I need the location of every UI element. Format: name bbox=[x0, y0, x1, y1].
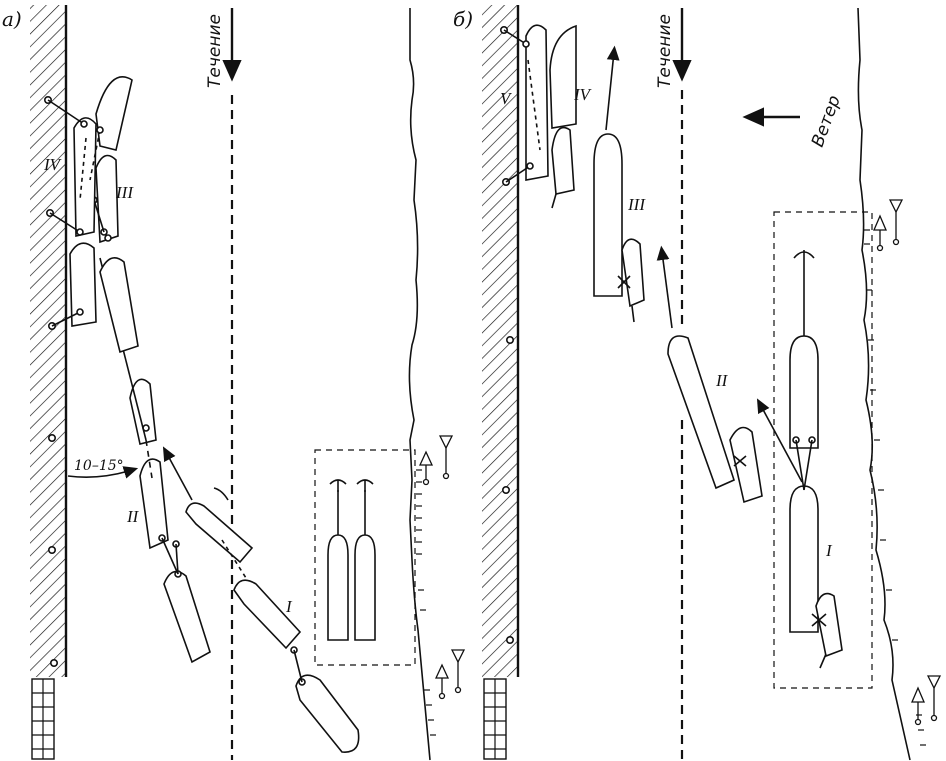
bank-ticks-a bbox=[416, 469, 436, 736]
position-III-a-label: III bbox=[115, 183, 134, 202]
position-III-b: III bbox=[593, 45, 646, 323]
position-IV-b-label: IV bbox=[573, 85, 593, 104]
position-IV-a-label: IV bbox=[43, 155, 63, 174]
position-V-b: V bbox=[500, 24, 549, 183]
position-II-b-label: II bbox=[715, 371, 729, 390]
leading-marks-b-upper bbox=[873, 199, 904, 252]
position-IV-a: IV bbox=[43, 99, 104, 327]
panel-b: б) bbox=[453, 5, 942, 761]
river-bank-a bbox=[408, 8, 431, 761]
position-II-a-label: II bbox=[126, 507, 140, 526]
position-I-b: I bbox=[756, 250, 843, 669]
panel-b-label: б) bbox=[453, 7, 473, 31]
current-label-a: Течение bbox=[205, 14, 225, 88]
panel-a-label: а) bbox=[2, 7, 22, 31]
leading-marks-a-upper bbox=[418, 435, 454, 486]
position-IV-b: IV bbox=[549, 24, 593, 209]
leading-marks-a-lower bbox=[434, 649, 466, 700]
bollards-b bbox=[499, 25, 514, 644]
position-I-a: I bbox=[185, 487, 360, 753]
leading-marks-b-lower bbox=[911, 675, 942, 726]
initial-berth-a bbox=[314, 449, 416, 666]
quay-steps-a bbox=[31, 678, 55, 760]
position-III-b-label: III bbox=[627, 195, 646, 214]
angle-label-a: 10–15° bbox=[74, 458, 124, 474]
position-I-a-label: I bbox=[285, 597, 293, 616]
position-III-a: III bbox=[90, 76, 139, 354]
quay-steps-b bbox=[483, 678, 507, 760]
position-II-b: II bbox=[656, 245, 763, 504]
current-label-b: Течение bbox=[655, 14, 675, 88]
quay-wall-b bbox=[482, 5, 520, 760]
lighter-pair-a bbox=[327, 479, 376, 641]
wind-label: Ветер bbox=[808, 93, 845, 150]
panel-a: а) bbox=[2, 5, 466, 761]
quay-wall-a bbox=[30, 5, 68, 760]
initial-berth-b bbox=[773, 211, 873, 689]
river-bank-b bbox=[857, 7, 911, 761]
position-V-b-label: V bbox=[500, 89, 513, 108]
position-I-b-label: I bbox=[825, 541, 833, 560]
bollards-a bbox=[43, 96, 58, 667]
